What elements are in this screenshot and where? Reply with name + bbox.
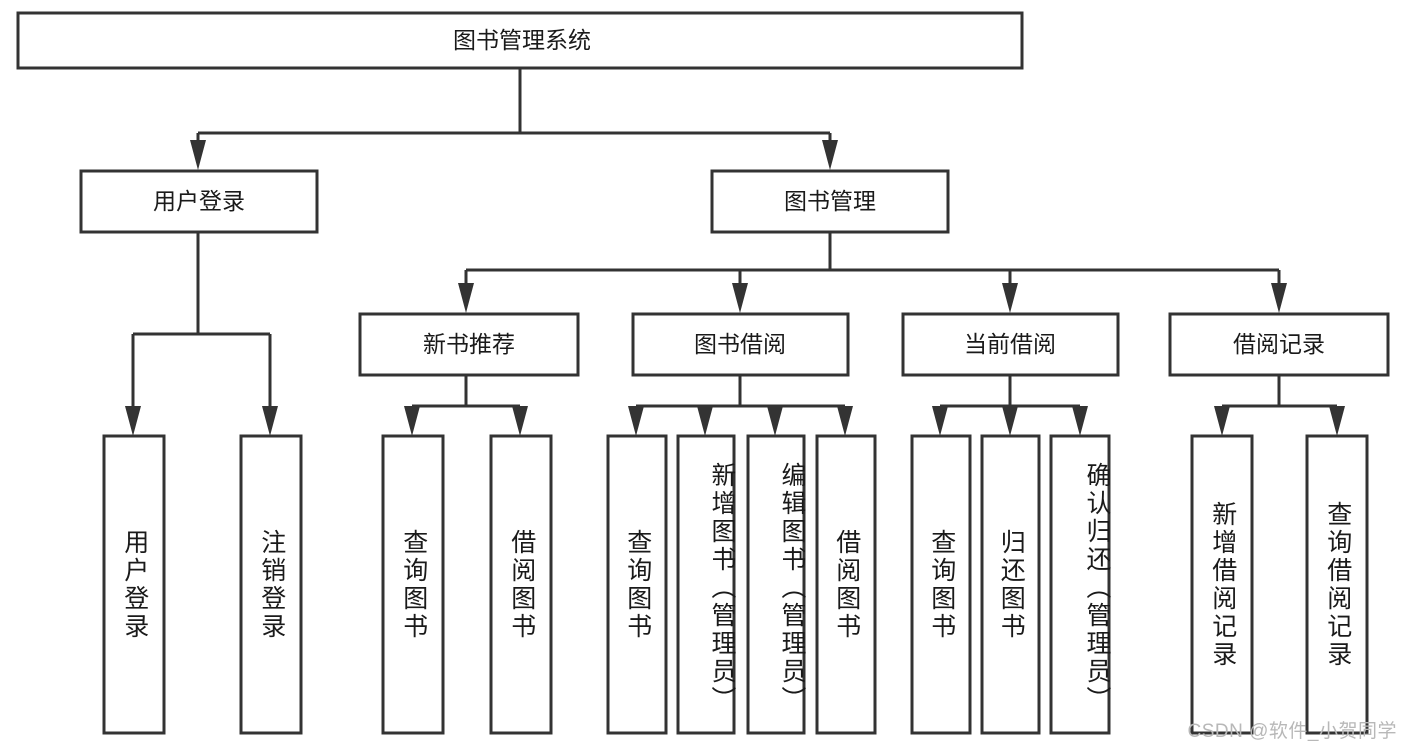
leaf-box-user-login-1[interactable] bbox=[102, 434, 166, 735]
leaf-box-book-borrow-4[interactable] bbox=[815, 434, 877, 735]
leaf-group-user-login bbox=[102, 434, 303, 735]
leaf-group-new-book bbox=[381, 434, 553, 735]
arrow-borrow-record-leaf-1 bbox=[1214, 406, 1230, 436]
node-user-login[interactable]: 用户登录 bbox=[79, 169, 319, 234]
node-new-book-recommend-label: 新书推荐 bbox=[423, 331, 515, 357]
arrow-root-to-user-login bbox=[190, 140, 206, 170]
arrow-book-mgmt-to-new-book bbox=[458, 283, 474, 313]
node-book-management-label: 图书管理 bbox=[784, 188, 876, 214]
node-root[interactable]: 图书管理系统 bbox=[16, 11, 1024, 70]
leaf-box-book-borrow-2[interactable] bbox=[676, 434, 736, 735]
leaf-box-new-book-1[interactable] bbox=[381, 434, 445, 735]
node-root-box[interactable] bbox=[16, 11, 1024, 70]
node-root-label: 图书管理系统 bbox=[453, 27, 591, 53]
leaf-group-current-borrow bbox=[910, 434, 1111, 735]
csdn-watermark: CSDN @软件_小贺同学 bbox=[1187, 721, 1397, 742]
leaf-group-borrow-record bbox=[1190, 434, 1369, 735]
arrow-borrow-record-leaf-2 bbox=[1329, 406, 1345, 436]
connector-group-user-login bbox=[125, 232, 278, 436]
node-book-management-box[interactable] bbox=[710, 169, 950, 234]
arrow-book-borrow-leaf-2 bbox=[697, 406, 713, 436]
leaf-box-borrow-record-1[interactable] bbox=[1190, 434, 1254, 735]
arrow-book-mgmt-to-current bbox=[1002, 283, 1018, 313]
arrow-root-to-book-mgmt bbox=[822, 140, 838, 170]
node-book-borrow-label: 图书借阅 bbox=[694, 331, 786, 357]
node-new-book-recommend-box[interactable] bbox=[358, 312, 580, 377]
arrow-current-borrow-leaf-3 bbox=[1072, 406, 1088, 436]
arrow-new-book-leaf-1 bbox=[404, 406, 420, 436]
arrow-user-login-leaf-1 bbox=[125, 406, 141, 436]
connector-group-book-mgmt bbox=[458, 232, 1287, 313]
node-current-borrow-box[interactable] bbox=[901, 312, 1120, 377]
node-borrow-record-label: 借阅记录 bbox=[1233, 331, 1325, 357]
arrow-book-mgmt-to-borrow bbox=[732, 283, 748, 313]
leaf-box-new-book-2[interactable] bbox=[489, 434, 553, 735]
node-book-borrow-box[interactable] bbox=[631, 312, 850, 377]
connector-group-root bbox=[190, 68, 838, 170]
node-borrow-record-box[interactable] bbox=[1168, 312, 1390, 377]
leaf-box-current-borrow-1[interactable] bbox=[910, 434, 972, 735]
node-new-book-recommend[interactable]: 新书推荐 bbox=[358, 312, 580, 377]
arrow-book-borrow-leaf-4 bbox=[837, 406, 853, 436]
leaf-group-book-borrow bbox=[606, 434, 877, 735]
arrow-book-mgmt-to-record bbox=[1271, 283, 1287, 313]
connector-group-new-book bbox=[404, 375, 528, 436]
leaf-box-book-borrow-1[interactable] bbox=[606, 434, 668, 735]
node-borrow-record[interactable]: 借阅记录 bbox=[1168, 312, 1390, 377]
arrow-user-login-leaf-2 bbox=[262, 406, 278, 436]
leaf-box-book-borrow-3[interactable] bbox=[746, 434, 806, 735]
node-current-borrow[interactable]: 当前借阅 bbox=[901, 312, 1120, 377]
leaf-box-user-login-2[interactable] bbox=[239, 434, 303, 735]
node-book-borrow[interactable]: 图书借阅 bbox=[631, 312, 850, 377]
arrow-book-borrow-leaf-3 bbox=[767, 406, 783, 436]
leaf-box-borrow-record-2[interactable] bbox=[1305, 434, 1369, 735]
arrow-book-borrow-leaf-1 bbox=[628, 406, 644, 436]
arrow-new-book-leaf-2 bbox=[512, 406, 528, 436]
node-book-management[interactable]: 图书管理 bbox=[710, 169, 950, 234]
node-current-borrow-label: 当前借阅 bbox=[964, 331, 1056, 357]
arrow-current-borrow-leaf-2 bbox=[1002, 406, 1018, 436]
node-user-login-label: 用户登录 bbox=[153, 188, 245, 214]
connector-group-borrow-record bbox=[1214, 375, 1345, 436]
connector-group-book-borrow bbox=[628, 375, 853, 436]
connector-group-current-borrow bbox=[932, 375, 1088, 436]
arrow-current-borrow-leaf-1 bbox=[932, 406, 948, 436]
leaf-box-current-borrow-2[interactable] bbox=[980, 434, 1041, 735]
node-user-login-box[interactable] bbox=[79, 169, 319, 234]
leaf-box-current-borrow-3[interactable] bbox=[1049, 434, 1111, 735]
